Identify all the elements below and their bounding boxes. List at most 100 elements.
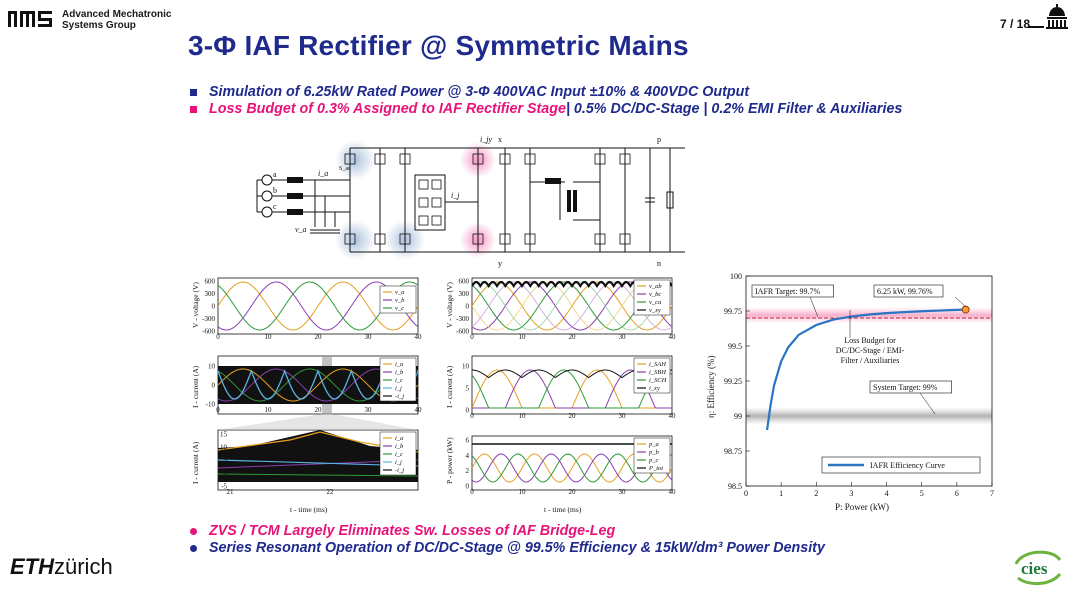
p4-legend-label: v_xy xyxy=(649,307,661,314)
p4-xtick: 40 xyxy=(669,333,677,341)
p6-xtick: 40 xyxy=(669,488,677,496)
label-c: c xyxy=(273,202,277,211)
p5-ytick: 0 xyxy=(466,407,470,415)
p5-legend-label: i_SBH xyxy=(649,369,666,376)
p4-xtick: 20 xyxy=(569,333,577,341)
p6-legend-label: P_tot xyxy=(648,465,663,472)
chart-ytick-label: 100 xyxy=(730,272,742,281)
p5-ytick: 5 xyxy=(466,385,470,393)
p1-ytick: -300 xyxy=(202,315,215,323)
p5-xtick: 0 xyxy=(470,412,474,420)
p5-legend-label: i_SCH xyxy=(649,377,667,384)
label-x: x xyxy=(498,135,502,144)
label-va: v_a xyxy=(295,225,307,234)
slide-title: 3-Φ IAF Rectifier @ Symmetric Mains xyxy=(188,30,689,61)
zoom-ia xyxy=(218,431,418,453)
p4-ytick: 600 xyxy=(459,278,470,286)
p6-ytick: 6 xyxy=(466,437,470,445)
p4-ytick: -300 xyxy=(456,315,469,323)
chart-xtick-label: 3 xyxy=(849,489,853,498)
chart-legend-label: IAFR Efficiency Curve xyxy=(870,461,945,470)
bullet-dcdc: Series Resonant Operation of DC/DC-Stage… xyxy=(190,540,825,557)
label-a: a xyxy=(273,170,277,179)
iafr-target-label-text: IAFR Target: 99.7% xyxy=(755,287,820,296)
p5-xtick: 20 xyxy=(569,412,577,420)
chart-xtick-label: 0 xyxy=(744,489,748,498)
bullet-text-2-highlight: Loss Budget of 0.3% Assigned to IAF Rect… xyxy=(209,101,566,117)
p6-legend-label: p_a xyxy=(648,441,659,448)
p6-xtick: 10 xyxy=(519,488,527,496)
p1-xtick: 40 xyxy=(415,333,423,341)
cies-text: cies xyxy=(1021,559,1048,578)
bottom-text-1: ZVS / TCM Largely Eliminates Sw. Losses … xyxy=(209,523,616,539)
chart-ytick-label: 99.75 xyxy=(724,307,742,316)
p2-ytick: -10 xyxy=(206,401,216,409)
bottom-text-2: Series Resonant Operation of DC/DC-Stage… xyxy=(209,540,825,556)
bullet-text-2-rest: | 0.5% DC/DC-Stage | 0.2% EMI Filter & A… xyxy=(565,101,903,117)
eth-rest: zürich xyxy=(54,554,113,579)
chart-ytick-label: 99 xyxy=(734,412,742,421)
page-underline xyxy=(1028,26,1044,28)
system-target-pointer xyxy=(919,392,936,415)
left-xlabel: t - time (ms) xyxy=(290,505,328,514)
system-target-label-text: System Target: 99% xyxy=(873,383,938,392)
p4-ytick: 300 xyxy=(459,290,470,298)
loss-budget-line: Filter / Auxiliaries xyxy=(841,356,900,365)
group-line-1: Advanced Mechatronic xyxy=(62,9,172,20)
p1-xtick: 0 xyxy=(216,333,220,341)
p2-xtick: 40 xyxy=(415,406,423,414)
p6-ylabel: P - power (kW) xyxy=(445,437,454,484)
chart-xlabel: P: Power (kW) xyxy=(835,502,889,512)
p3-ytick: 15 xyxy=(220,431,228,439)
p6-legend-label: p_b xyxy=(648,449,660,456)
p3-ytick: -5 xyxy=(221,483,227,491)
p2-xtick: 30 xyxy=(365,406,373,414)
p6-xtick: 30 xyxy=(619,488,627,496)
eth-bold: ETH xyxy=(10,554,54,579)
square-bullet-icon xyxy=(190,89,197,96)
p6-xtick: 20 xyxy=(569,488,577,496)
group-line-2: Systems Group xyxy=(62,20,136,31)
p2-xtick: 10 xyxy=(265,406,273,414)
p3-legend-label: i_a xyxy=(395,435,403,442)
p3-xtick: 21 xyxy=(227,488,235,496)
p5-legend-label: i_SAH xyxy=(649,361,666,368)
group-name: Advanced Mechatronic Systems Group xyxy=(62,9,171,31)
p1-xtick: 20 xyxy=(315,333,323,341)
chart-ytick-label: 98.5 xyxy=(728,482,742,491)
p6-ytick: 2 xyxy=(466,467,470,475)
label-ia: i_a xyxy=(318,169,328,178)
bullet-zvs: ZVS / TCM Largely Eliminates Sw. Losses … xyxy=(190,523,825,540)
system-target-band xyxy=(746,407,992,425)
cies-logo: cies xyxy=(1014,550,1062,585)
bottom-bullets: ZVS / TCM Largely Eliminates Sw. Losses … xyxy=(190,523,825,557)
p6-ytick: 4 xyxy=(466,452,470,460)
label-ij: i_j xyxy=(451,191,460,200)
p2-ylabel: I - current (A) xyxy=(191,365,200,408)
chart-xtick-label: 7 xyxy=(990,489,994,498)
bullet-text-1: Simulation of 6.25kW Rated Power @ 3-Φ 4… xyxy=(209,84,750,100)
p4-ylabel: V - voltage (V) xyxy=(445,282,454,328)
p2-xtick: 0 xyxy=(216,406,220,414)
iafr-target-label-box xyxy=(751,284,834,298)
rated-point-label-text: 6.25 kW, 99.76% xyxy=(877,287,933,296)
p4-xtick: 10 xyxy=(519,333,527,341)
label-ijy: i_jy xyxy=(480,135,492,144)
p2-legend-label: -i_j xyxy=(395,393,404,400)
p2-legend-label: i_c xyxy=(395,377,403,384)
p5-ytick: 10 xyxy=(462,363,470,371)
p3-legend-label: i_j xyxy=(395,459,402,466)
rated-point-pointer xyxy=(954,296,966,307)
label-y: y xyxy=(498,259,502,268)
circuit-schematic: a b c i_a v_a S_ac i_j i_jy x y p n xyxy=(256,135,685,268)
p4-xtick: 30 xyxy=(619,333,627,341)
p4-legend-label: v_ab xyxy=(649,283,662,290)
page-number: 7 / 18 xyxy=(999,17,1030,31)
loss-budget-line: DC/DC-Stage / EMI- xyxy=(836,346,905,355)
p2-xtick: 20 xyxy=(315,406,323,414)
rated-point-marker xyxy=(961,305,970,314)
chart-ytick-label: 99.5 xyxy=(728,342,742,351)
p2-legend-label: i_b xyxy=(395,369,404,376)
